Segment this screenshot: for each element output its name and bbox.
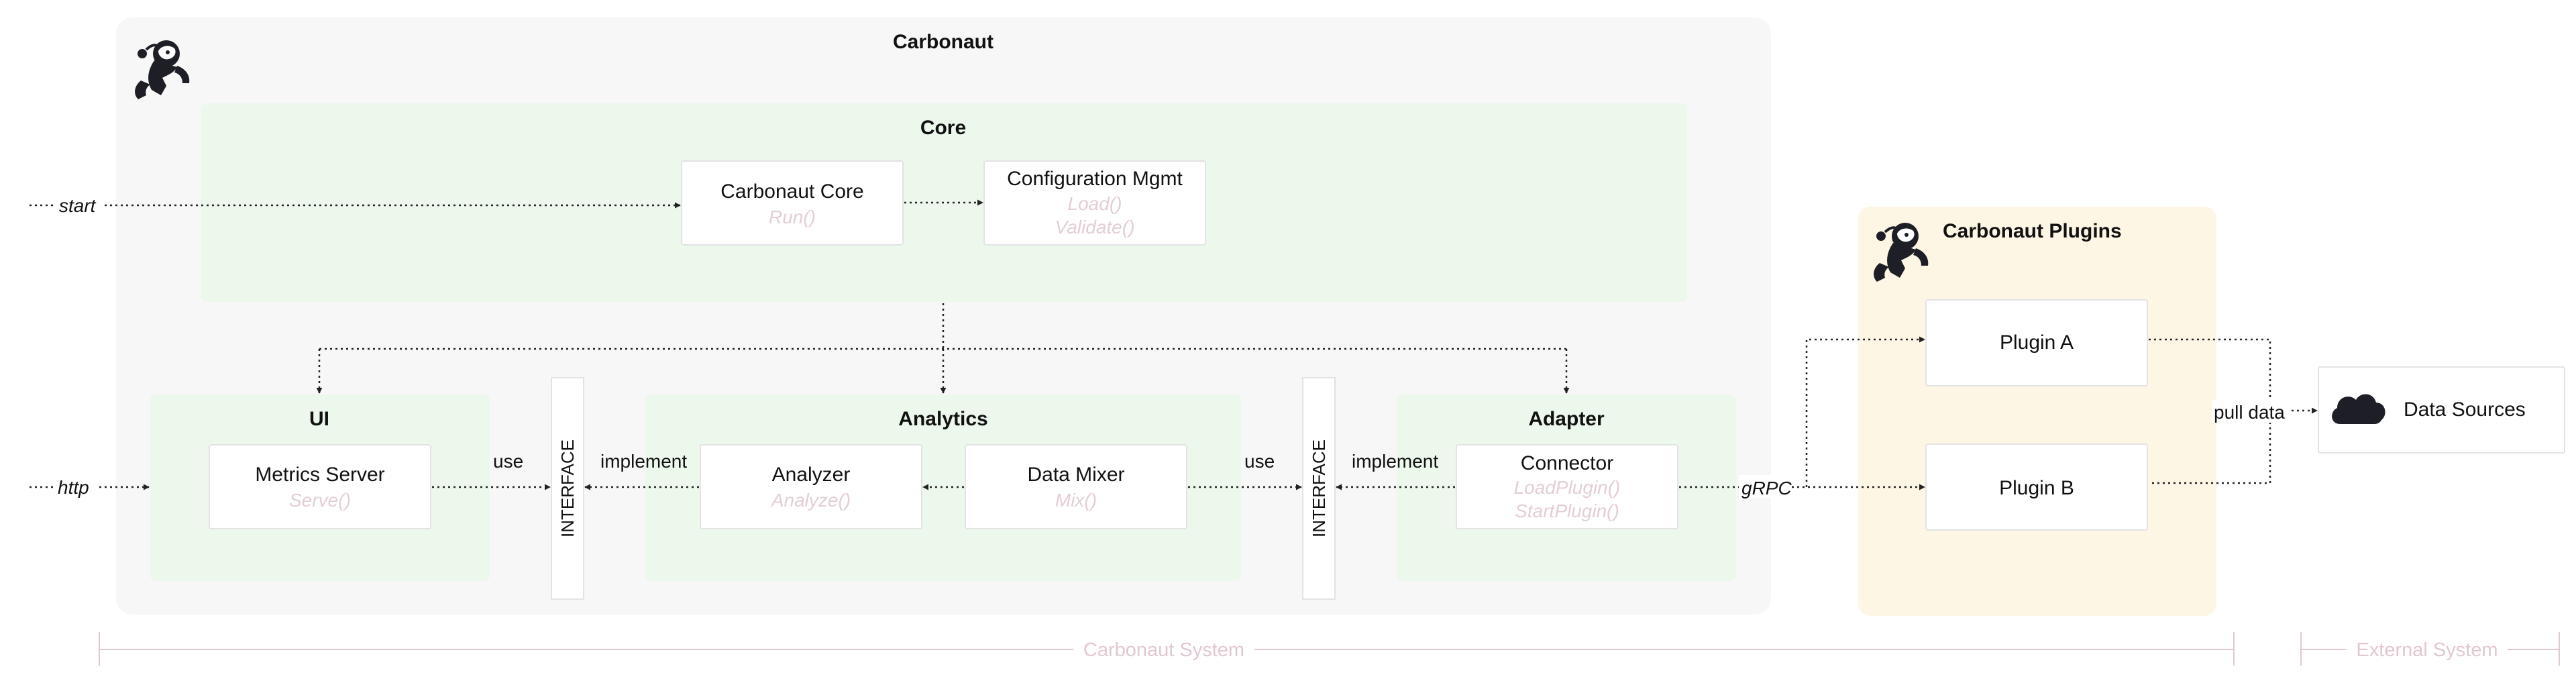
ui-title: UI (309, 408, 329, 430)
core-title: Core (920, 117, 966, 139)
carbonaut-system-label: Carbonaut System (1083, 639, 1244, 661)
connector-method-startplugin: StartPlugin() (1515, 500, 1619, 521)
plugin-a-box: Plugin A (1925, 299, 2148, 386)
start-label: start (59, 195, 97, 216)
plugin-a-name: Plugin A (2000, 331, 2074, 354)
configuration-mgmt-name: Configuration Mgmt (1007, 168, 1183, 190)
plugins-container (1858, 207, 2216, 616)
cloud-icon (2332, 394, 2385, 424)
metrics-server-method: Serve() (289, 490, 351, 511)
data-sources-box: Data Sources (2318, 366, 2565, 454)
connector-name: Connector (1521, 452, 1613, 474)
http-label: http (58, 477, 89, 498)
edge-labels: start http use implement use implement g… (55, 193, 2291, 498)
configuration-mgmt-method-load: Load() (1068, 193, 1122, 214)
implement-right-label: implement (1352, 451, 1438, 472)
adapter-title: Adapter (1528, 408, 1605, 430)
metrics-server-box: Metrics Server Serve() (209, 444, 431, 529)
interface-left: INTERFACE (551, 377, 584, 600)
carbonaut-core-name: Carbonaut Core (720, 180, 863, 203)
external-system-label: External System (2356, 639, 2498, 661)
interface-right: INTERFACE (1302, 377, 1336, 600)
carbonaut-system-bracket (99, 632, 2235, 666)
implement-left-label: implement (600, 451, 687, 472)
data-mixer-name: Data Mixer (1027, 464, 1124, 486)
core-group (201, 103, 1687, 302)
interface-right-label: INTERFACE (1309, 439, 1329, 537)
analyzer-box: Analyzer Analyze() (700, 444, 922, 529)
grpc-label: gRPC (1741, 478, 1792, 498)
configuration-mgmt-box: Configuration Mgmt Load() Validate() (983, 160, 1206, 246)
data-mixer-method: Mix() (1055, 490, 1097, 511)
connector-method-loadplugin: LoadPlugin() (1514, 477, 1621, 498)
carbonaut-title: Carbonaut (893, 31, 994, 53)
pull-data-label: pull data (2214, 402, 2285, 423)
analyzer-name: Analyzer (772, 464, 851, 486)
analytics-title: Analytics (898, 408, 987, 430)
data-mixer-box: Data Mixer Mix() (965, 444, 1187, 529)
edge-grpc-plugin-a (1805, 336, 1925, 487)
interface-left-label: INTERFACE (557, 439, 578, 537)
carbonaut-core-box: Carbonaut Core Run() (681, 160, 904, 246)
external-system-bracket (2300, 632, 2560, 666)
carbonaut-core-method: Run() (769, 207, 816, 227)
data-sources-name: Data Sources (2404, 399, 2526, 421)
plugin-b-name: Plugin B (1999, 477, 2074, 499)
plugin-b-box: Plugin B (1925, 443, 2148, 531)
metrics-server-name: Metrics Server (255, 464, 384, 486)
plugins-title: Carbonaut Plugins (1943, 220, 2122, 242)
configuration-mgmt-method-validate: Validate() (1055, 217, 1135, 238)
use-left-label: use (493, 451, 523, 472)
analytics-group (645, 394, 1241, 581)
connector-box: Connector LoadPlugin() StartPlugin() (1456, 444, 1678, 529)
use-right-label: use (1244, 451, 1275, 472)
analyzer-method: Analyze() (770, 490, 851, 511)
